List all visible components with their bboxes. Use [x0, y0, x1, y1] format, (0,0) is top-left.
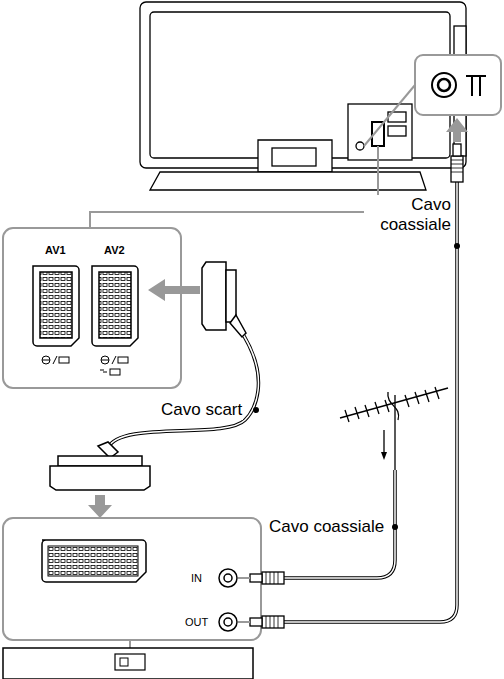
- port-label: AV1: [44, 244, 67, 256]
- socket-label: IN: [190, 572, 203, 584]
- cable-label: Cavo coassiale: [364, 195, 452, 235]
- cable-label: Cavo coassiale: [268, 517, 385, 537]
- cable-label: Cavo scart: [160, 400, 243, 420]
- socket-label: OUT: [184, 616, 209, 628]
- port-label: AV2: [103, 244, 126, 256]
